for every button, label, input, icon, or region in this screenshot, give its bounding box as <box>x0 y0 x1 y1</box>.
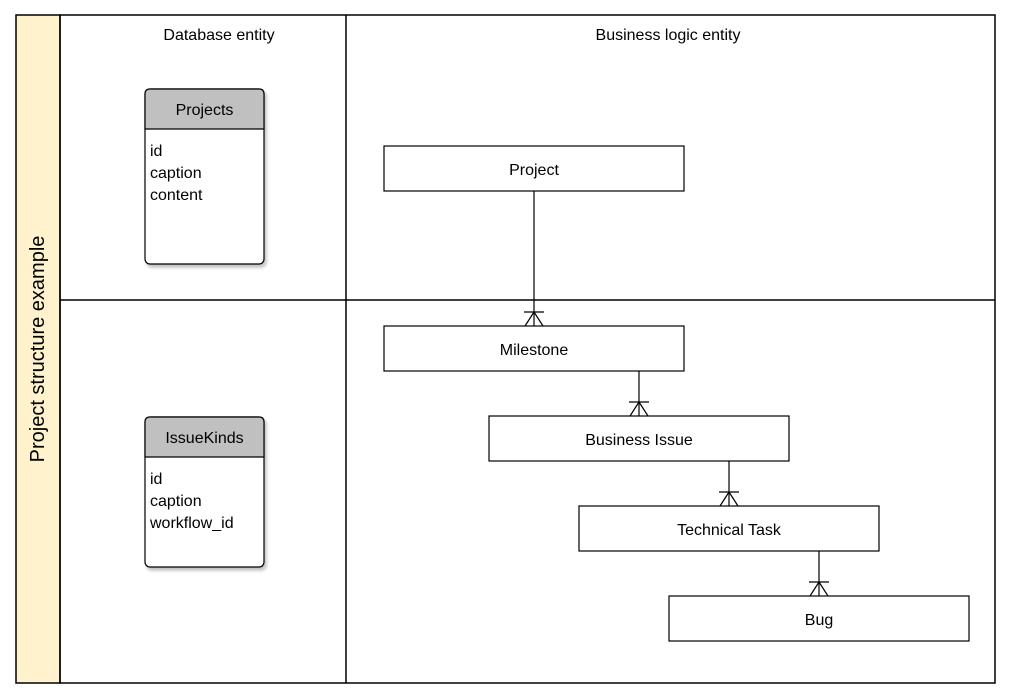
db-entity-field: caption <box>150 165 202 182</box>
relation-project-milestone <box>524 191 544 327</box>
db-entity-field: workflow_id <box>149 515 234 532</box>
business-entity-label: Bug <box>805 612 833 629</box>
db-entity-title: Projects <box>176 102 234 119</box>
business-entity-label: Project <box>509 162 559 179</box>
business-entity-project[interactable]: Project <box>383 145 685 192</box>
business-entity-label: Business Issue <box>585 432 693 449</box>
business-entity-label: Technical Task <box>677 522 782 539</box>
business-entity-label: Milestone <box>500 342 569 359</box>
relation-business-issue-technical-task <box>719 461 739 507</box>
db-entity-field: id <box>150 471 162 488</box>
db-entity-projects[interactable] <box>144 88 265 265</box>
business-entity-milestone[interactable]: Milestone <box>383 325 685 372</box>
db-entity-field: content <box>150 187 203 204</box>
relation-milestone-business-issue <box>629 371 649 417</box>
db-entity-field: id <box>150 143 162 160</box>
column-header-database: Database entity <box>163 27 274 44</box>
business-entity-bug[interactable]: Bug <box>668 595 970 642</box>
column-header-business: Business logic entity <box>596 27 741 44</box>
db-entity-field: caption <box>150 493 202 510</box>
pool-label-band <box>15 14 61 684</box>
db-entity-header <box>144 416 265 458</box>
db-entity-header <box>144 88 265 130</box>
pool-frame <box>59 14 996 684</box>
business-entity-business-issue[interactable]: Business Issue <box>488 415 790 462</box>
pool-label: Project structure example <box>27 236 49 463</box>
db-entity-title: IssueKinds <box>165 430 243 447</box>
business-entity-technical-task[interactable]: Technical Task <box>578 505 880 552</box>
relation-technical-task-bug <box>809 551 829 597</box>
db-entity-issuekinds[interactable] <box>144 416 265 568</box>
